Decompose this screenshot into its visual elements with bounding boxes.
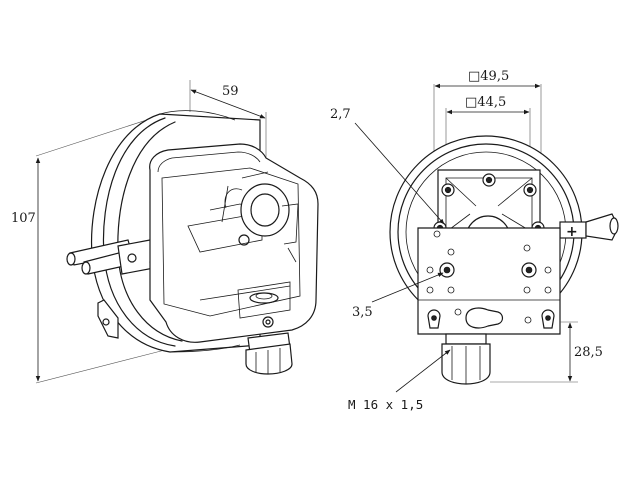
dimension-depth: 59 bbox=[189, 80, 267, 185]
switch-body bbox=[237, 281, 291, 328]
dim-2-7-label: 2,7 bbox=[330, 107, 351, 122]
mounting-foot bbox=[97, 299, 119, 339]
dimension-height: 107 bbox=[10, 113, 166, 384]
dim-thread-label: M 16 x 1,5 bbox=[348, 397, 423, 412]
transparent-cover bbox=[149, 143, 319, 343]
front-view: □49,5 □44,5 + bbox=[330, 69, 619, 412]
dim-49-5-label: □49,5 bbox=[468, 69, 509, 84]
dimension-bracket-height: 28,5 bbox=[490, 321, 603, 383]
pressure-nozzles bbox=[66, 239, 163, 275]
positive-port-label: + bbox=[566, 224, 578, 240]
positive-port: + bbox=[559, 213, 619, 241]
cable-gland-iso bbox=[245, 332, 293, 375]
isometric-view: 107 59 bbox=[10, 80, 319, 384]
dimension-hole-3-5: 3,5 bbox=[352, 272, 444, 320]
dim-28-5-label: 28,5 bbox=[574, 345, 603, 360]
dim-59-label: 59 bbox=[222, 84, 239, 99]
dim-107-label: 107 bbox=[11, 211, 36, 226]
dimension-inner-square: □44,5 bbox=[445, 95, 531, 180]
keyhole-slots bbox=[427, 307, 555, 329]
cable-gland-front bbox=[441, 333, 491, 385]
dim-3-5-label: 3,5 bbox=[352, 305, 373, 320]
mounting-bracket bbox=[417, 227, 561, 335]
dimension-hole-2-7: 2,7 bbox=[330, 107, 445, 225]
dim-44-5-label: □44,5 bbox=[465, 95, 506, 110]
setting-dial bbox=[221, 171, 299, 263]
dimension-thread: M 16 x 1,5 bbox=[348, 349, 451, 412]
